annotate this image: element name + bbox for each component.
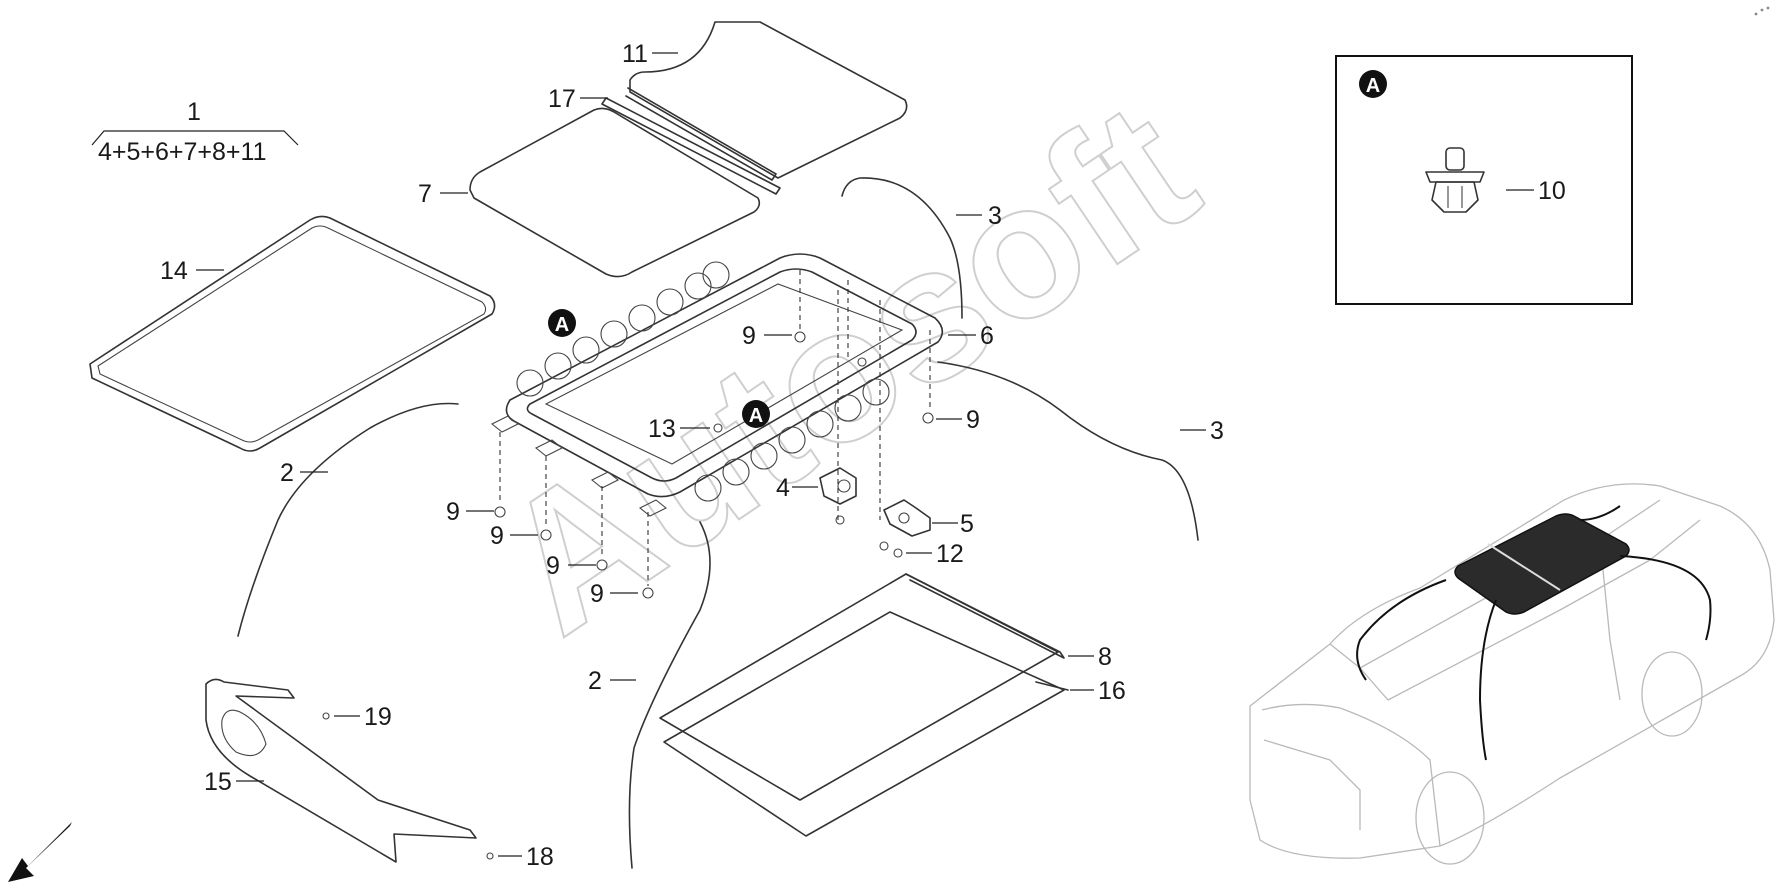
callout-2-b: 2: [588, 667, 602, 695]
callout-17: 17: [548, 85, 576, 113]
callout-15: 15: [204, 768, 232, 796]
detail-marker-a-1: A: [548, 309, 576, 337]
svg-text:A: A: [749, 405, 763, 427]
svg-text:A: A: [1366, 75, 1380, 97]
detail-view-marker: [1359, 70, 1387, 98]
assembly-group: 1 4+5+6+7+8+11: [91, 98, 299, 166]
part-19-clip: 19: [322, 703, 392, 731]
callout-13: 13: [648, 415, 676, 443]
callout-11: 11: [622, 40, 648, 68]
callout-3-b: 3: [1210, 417, 1224, 445]
front-arrow-icon: [8, 822, 72, 882]
part-17-seal: 17: [548, 85, 781, 195]
callout-9-a: 9: [446, 498, 460, 526]
callout-9-b: 9: [490, 522, 504, 550]
vehicle-location-icon: [1249, 483, 1775, 865]
callout-16: 16: [1098, 677, 1126, 705]
callout-12: 12: [936, 540, 964, 568]
part-9-fasteners: 9 9 9 9 9 9: [446, 270, 980, 608]
callout-18: 18: [526, 843, 554, 871]
watermark-text: Autosoft: [464, 62, 1230, 674]
callout-19: 19: [364, 703, 392, 731]
callout-9-f: 9: [966, 406, 980, 434]
vehicle-sunroof-highlight: [1454, 513, 1630, 615]
callout-9-c: 9: [546, 552, 560, 580]
assembly-bracket: [91, 130, 299, 146]
callout-7: 7: [418, 180, 432, 208]
detail-marker-a-2: A: [742, 400, 770, 428]
part-13-clip: 13: [648, 415, 723, 443]
part-11-glass-panel: 11: [622, 21, 908, 181]
callout-9-d: 9: [590, 580, 604, 608]
part-12-screw: 12: [879, 540, 964, 568]
assembly-number: 1: [187, 98, 201, 126]
callout-2-a: 2: [280, 459, 294, 487]
svg-text:A: A: [555, 314, 569, 336]
part-16-sunshade: 16: [663, 611, 1126, 837]
callout-4: 4: [776, 474, 790, 502]
callout-8: 8: [1098, 643, 1112, 671]
corner-mark-icon: [1754, 6, 1770, 16]
watermark: Autosoft: [463, 61, 1231, 675]
assembly-formula: 4+5+6+7+8+11: [98, 138, 266, 166]
part-10-clip: [1425, 147, 1485, 213]
part-18-clip: 18: [486, 843, 554, 871]
callout-5: 5: [960, 510, 974, 538]
frame-rollers-lower: [694, 378, 890, 502]
part-5-motor: 5: [883, 499, 974, 538]
part-2-drain-hose-right: 2: [588, 521, 711, 869]
part-15-trim: 15: [204, 678, 477, 863]
part-6-sunroof-frame: 6: [505, 253, 994, 502]
detail-view-a: A 10: [1335, 55, 1633, 305]
callout-3-a: 3: [988, 202, 1002, 230]
part-3-drain-hose-front: 3: [937, 361, 1224, 541]
part-7-glass-panel: 7: [418, 107, 761, 278]
part-3-drain-hose-rear: 3: [841, 177, 1002, 319]
part-4-bracket: 4: [776, 467, 857, 525]
frame-mount-tabs: [490, 415, 668, 517]
callout-14: 14: [160, 257, 188, 285]
callout-6: 6: [980, 322, 994, 350]
frame-rollers-upper: [516, 261, 730, 397]
part-8-sunshade: 8: [659, 573, 1112, 801]
part-2-drain-hose-left: 2: [237, 402, 459, 637]
part-14-seal-frame: 14: [89, 215, 496, 452]
callout-10: 10: [1538, 177, 1566, 205]
callout-9-e: 9: [742, 322, 756, 350]
